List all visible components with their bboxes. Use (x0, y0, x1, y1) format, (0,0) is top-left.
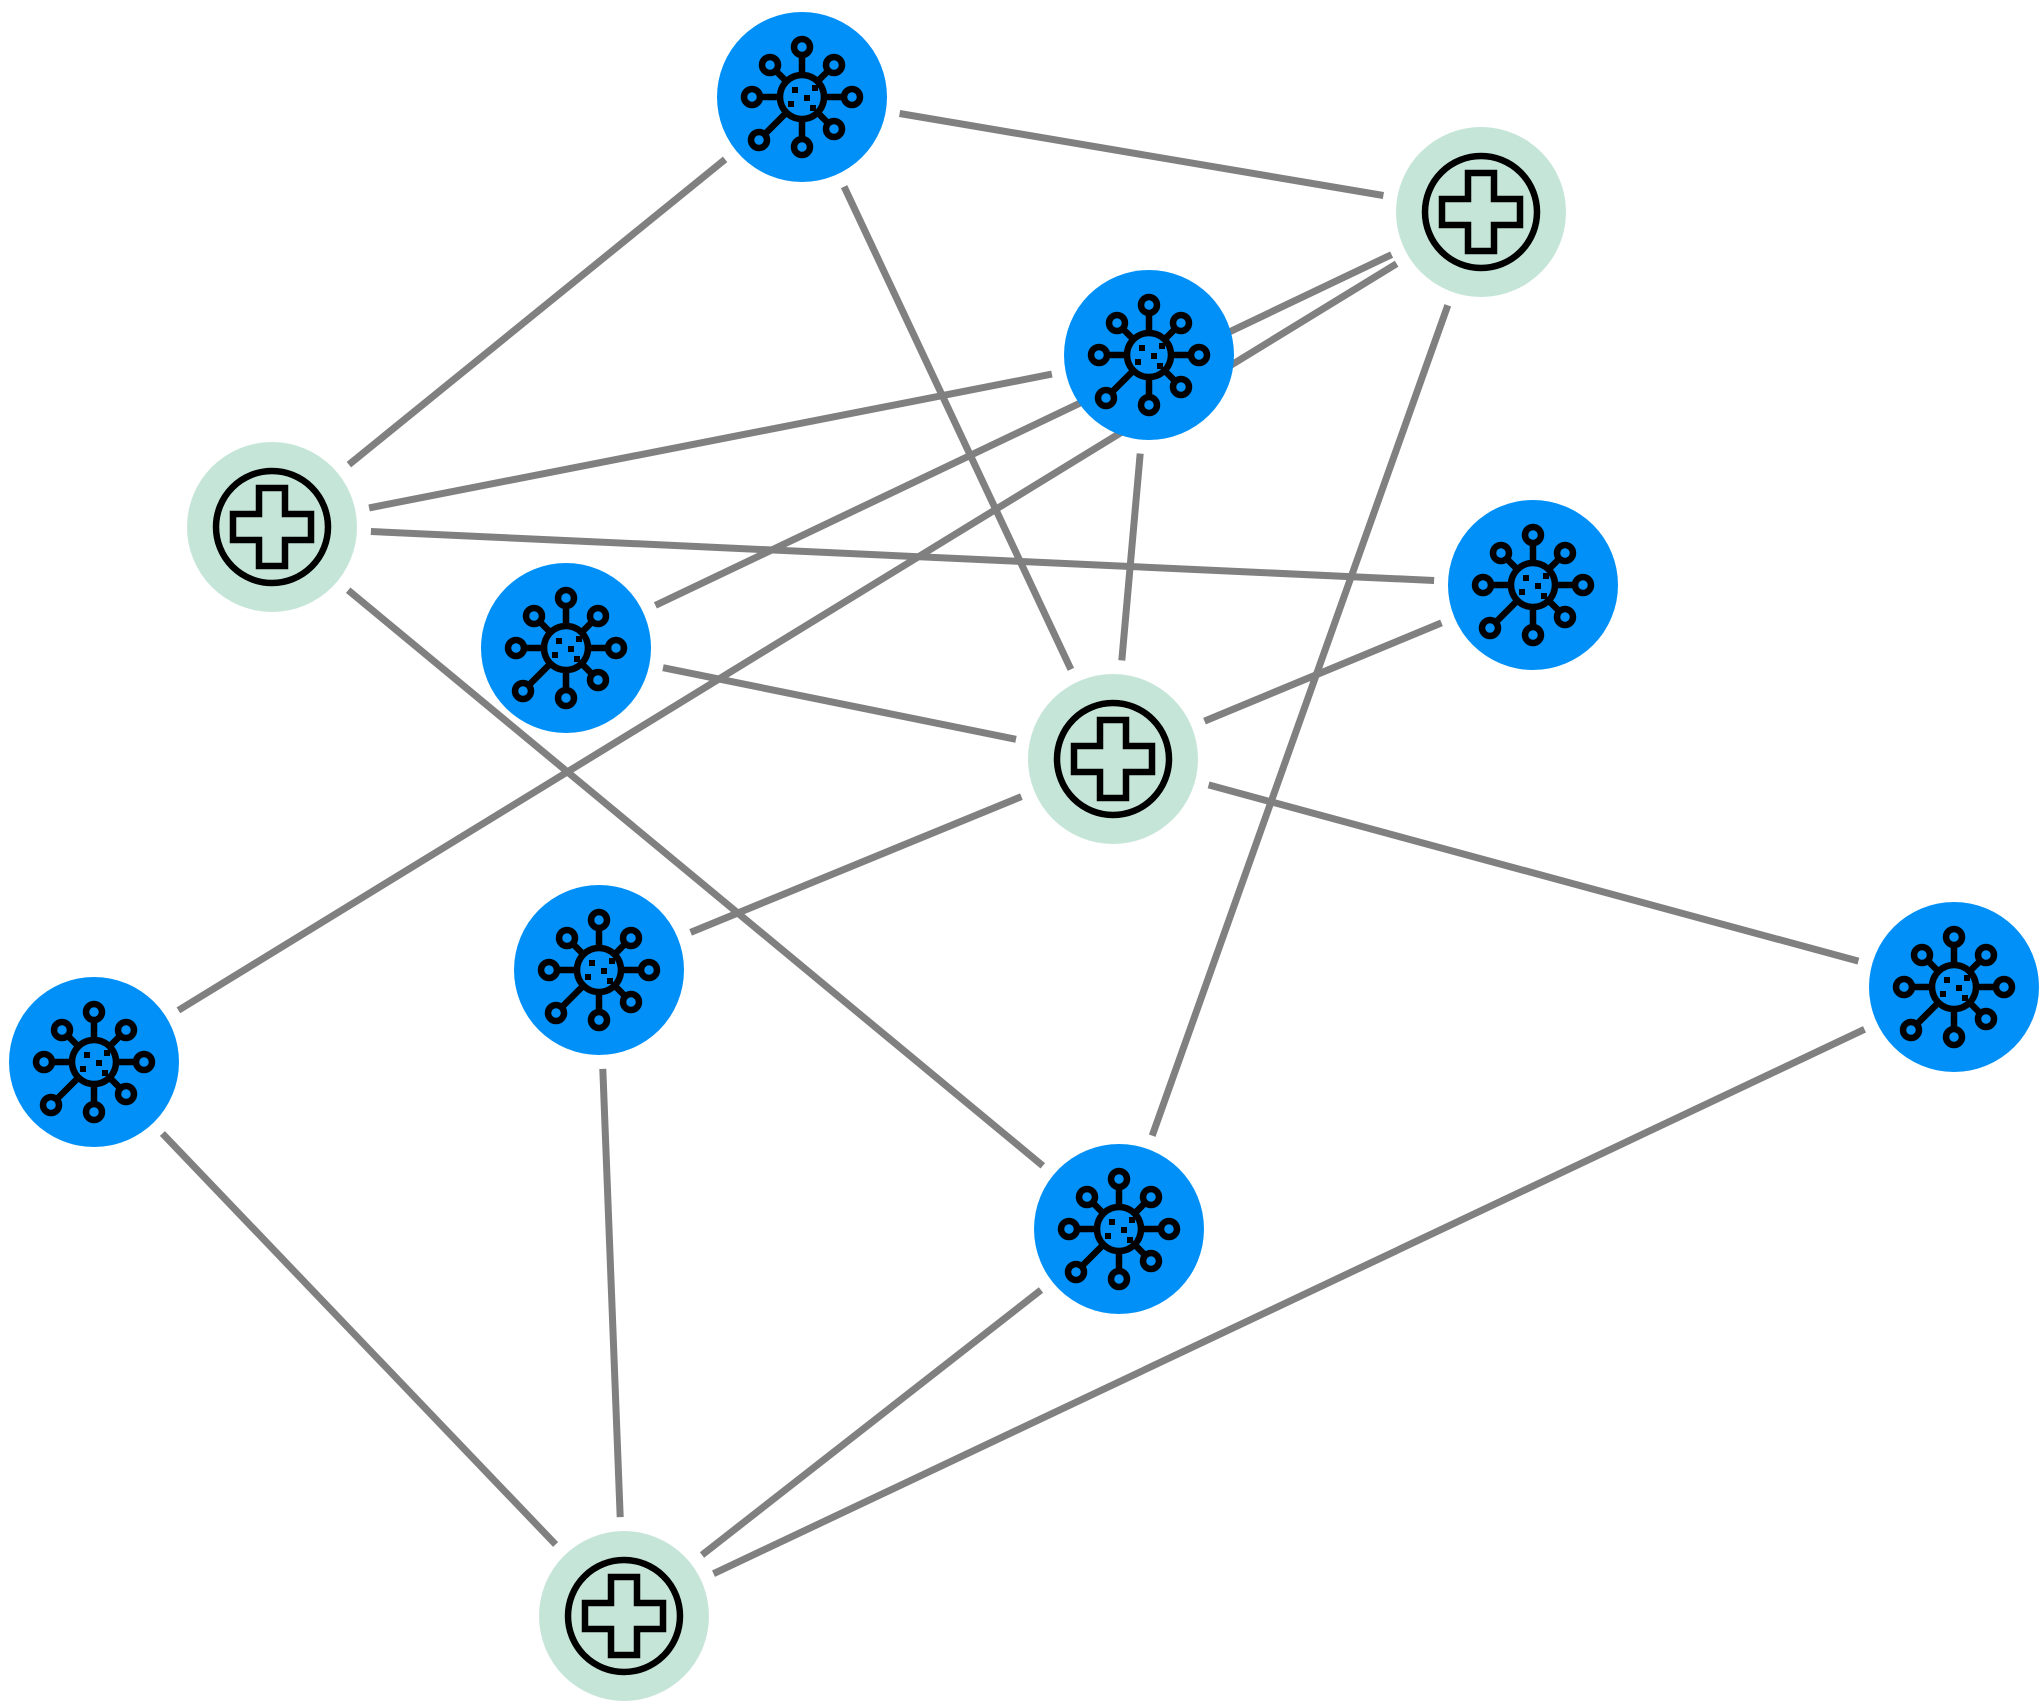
edge-virus-2-hospital-3 (1118, 453, 1144, 661)
virus-node-disc (1064, 270, 1234, 440)
node-hospital-1 (1396, 127, 1566, 297)
edge-virus-2-hospital-2 (368, 370, 1053, 512)
node-virus-6 (514, 885, 684, 1055)
edge-hospital-3-virus-5 (1203, 619, 1443, 725)
edge-virus-6-hospital-4 (599, 1068, 624, 1518)
node-virus-3 (481, 563, 651, 733)
virus-node-disc (1869, 902, 2039, 1072)
hospital-node-disc (1028, 674, 1198, 844)
edge-virus-7-hospital-4 (712, 1026, 1866, 1577)
edge-virus-1-hospital-2 (346, 156, 728, 468)
node-virus-4 (9, 977, 179, 1147)
nodes-layer (9, 12, 2039, 1701)
hospital-node-disc (539, 1531, 709, 1701)
node-virus-2 (1064, 270, 1234, 440)
edge-virus-1-hospital-1 (899, 110, 1384, 199)
virus-node-disc (9, 977, 179, 1147)
edge-hospital-2-virus-8 (345, 587, 1046, 1169)
node-hospital-3 (1028, 674, 1198, 844)
edge-virus-1-hospital-3 (840, 185, 1075, 671)
edge-hospital-3-virus-7 (1207, 781, 1860, 965)
edge-virus-4-hospital-4 (159, 1131, 559, 1547)
node-virus-7 (1869, 902, 2039, 1072)
edge-virus-5-hospital-2 (370, 528, 1435, 584)
virus-node-disc (481, 563, 651, 733)
edges-layer (159, 110, 1866, 1577)
hospital-node-disc (187, 442, 357, 612)
virus-node-disc (717, 12, 887, 182)
virus-node-disc (514, 885, 684, 1055)
virus-node-disc (1034, 1144, 1204, 1314)
edge-hospital-1-virus-8 (1148, 304, 1452, 1137)
edge-virus-3-hospital-3 (662, 664, 1017, 743)
node-hospital-2 (187, 442, 357, 612)
node-virus-1 (717, 12, 887, 182)
node-virus-8 (1034, 1144, 1204, 1314)
hospital-node-disc (1396, 127, 1566, 297)
node-hospital-4 (539, 1531, 709, 1701)
edge-virus-8-hospital-4 (699, 1287, 1044, 1558)
virus-node-disc (1448, 500, 1618, 670)
edge-hospital-3-virus-6 (689, 793, 1023, 936)
node-virus-5 (1448, 500, 1618, 670)
